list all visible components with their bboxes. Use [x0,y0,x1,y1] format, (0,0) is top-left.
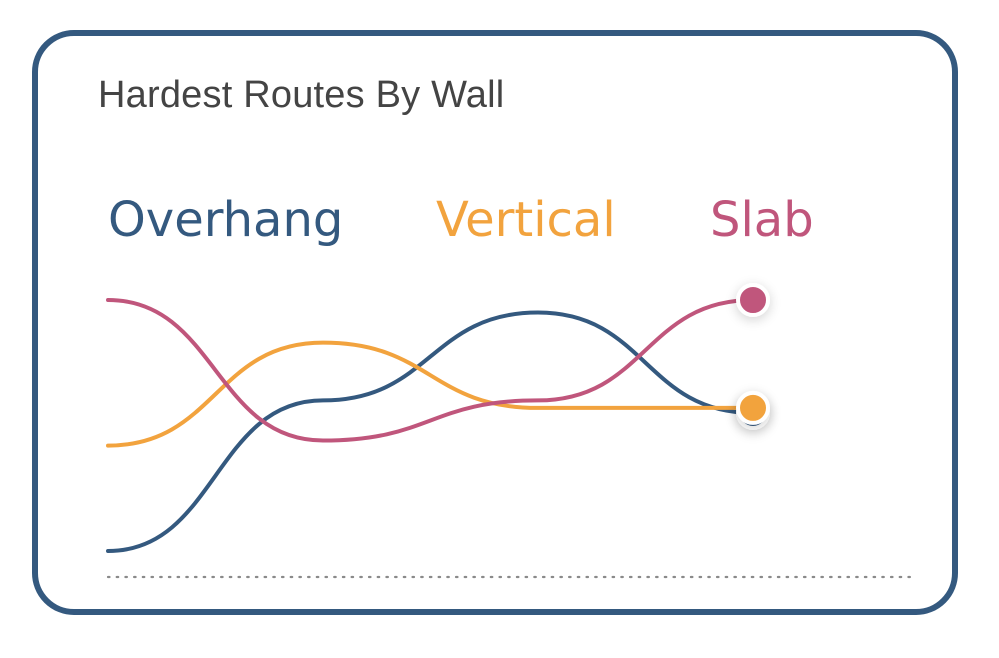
legend-overhang: Overhang [108,192,344,248]
chart-card [32,30,958,615]
legend-vertical: Vertical [436,192,616,248]
end-point-slab [736,283,770,317]
legend-slab: Slab [710,192,814,248]
series-line-vertical [106,340,755,448]
series-line-overhang [106,310,755,553]
end-point-vertical [736,390,770,425]
chart-title: Hardest Routes By Wall [98,74,505,116]
series-line-slab [106,298,755,443]
